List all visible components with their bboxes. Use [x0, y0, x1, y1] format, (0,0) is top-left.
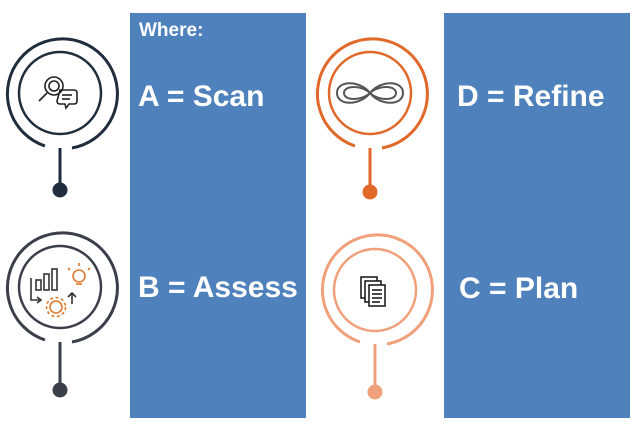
step-c-pin [320, 233, 434, 400]
step-b-label: B = Assess [138, 271, 298, 304]
step-b-pin [5, 231, 119, 398]
step-d-pin [315, 37, 429, 200]
step-a-label: A = Scan [138, 80, 265, 113]
left-panel: Where: [130, 13, 306, 418]
infinity-icon [335, 82, 405, 104]
where-heading: Where: [139, 20, 204, 41]
magnifier-chat-icon [38, 76, 78, 110]
step-a-pin [5, 37, 119, 198]
documents-icon [360, 276, 386, 307]
step-d-label: D = Refine [457, 80, 605, 113]
chart-gear-lightbulb-icon [30, 263, 91, 318]
right-panel [444, 13, 630, 418]
step-c-label: C = Plan [459, 272, 579, 305]
